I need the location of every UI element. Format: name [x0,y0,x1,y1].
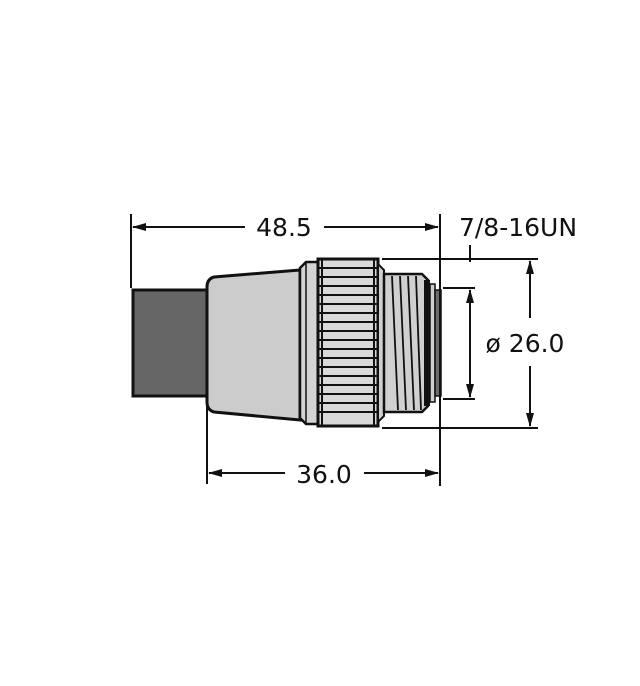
thread-spec-label: 7/8-16UN [459,213,577,242]
dimension-thread-height [443,287,475,400]
connector-body [205,260,320,426]
knurled-coupling-nut [316,257,385,428]
dimension-body-length: 36.0 [206,405,439,489]
diameter-label: ø 26.0 [486,329,565,358]
cable [131,288,209,398]
overall-length-label: 48.5 [256,213,312,242]
body-length-label: 36.0 [296,460,352,489]
dimension-diameter: ø 26.0 [382,258,565,429]
threaded-end [382,272,442,414]
dimension-thread: 7/8-16UN [459,213,577,262]
